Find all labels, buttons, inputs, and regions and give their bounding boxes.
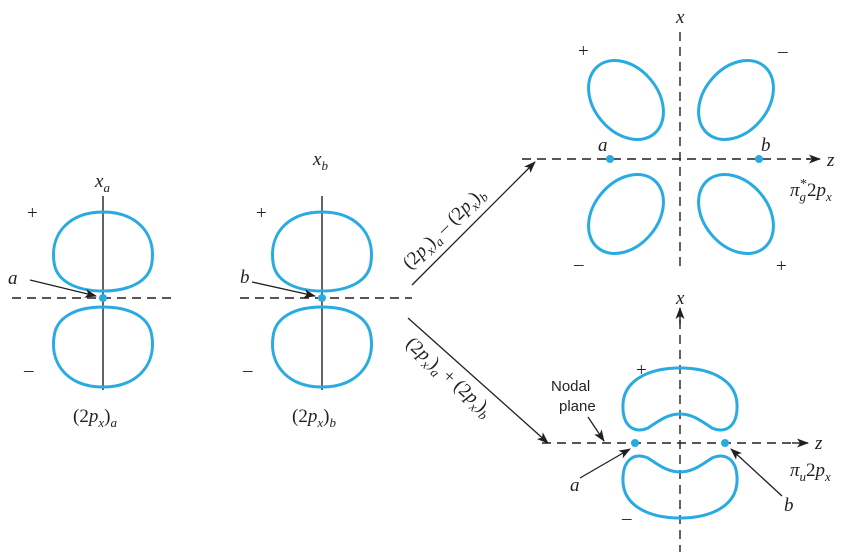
bonding-plus-sign: + (636, 360, 647, 381)
antibonding-sign-upper-left: + (578, 41, 589, 62)
left-atomic-orbital: a xa + – (2px)a (8, 171, 172, 430)
bonding-nucleus-b (721, 439, 729, 447)
difference-label: (2px)a – (2px)b (399, 183, 492, 276)
middle-nucleus-label: b (240, 267, 250, 288)
antibonding-sign-upper-right: – (777, 41, 788, 62)
sum-label: (2px)a + (2px)b (400, 333, 497, 423)
left-nucleus-label: a (8, 268, 18, 289)
middle-atomic-orbital: b xb + – (2px)b (240, 149, 412, 430)
left-nucleus-pointer (30, 280, 96, 296)
left-minus-sign: – (23, 360, 34, 381)
bonding-z-label: z (814, 433, 823, 454)
antibonding-nucleus-a-label: a (598, 135, 608, 156)
antibonding-sign-lower-right: + (776, 256, 787, 277)
antibonding-sign-lower-left: – (573, 254, 584, 275)
left-nucleus-dot (99, 294, 107, 302)
nodal-plane-label-line1: Nodal (551, 378, 590, 395)
middle-caption: (2px)b (292, 406, 336, 430)
bonding-nucleus-a-label: a (570, 475, 580, 496)
bonding-nucleus-b-pointer (731, 449, 782, 496)
left-caption: (2px)a (73, 406, 117, 430)
combination-arrows: (2px)a – (2px)b (2px)a + (2px)b (399, 162, 548, 443)
bonding-x-label: x (675, 288, 685, 309)
nodal-plane-pointer (588, 417, 604, 441)
difference-arrow (412, 162, 535, 285)
bonding-minus-sign: – (621, 508, 632, 529)
antibonding-nucleus-a (606, 155, 614, 163)
left-plus-sign: + (27, 203, 38, 224)
bonding-orbital-name: πu2px (790, 460, 831, 484)
antibonding-orbital-name: πg*2px (790, 177, 832, 204)
antibonding-x-label: x (675, 7, 685, 28)
antibonding-orbital: x z a b + – – + πg*2px (522, 7, 835, 277)
antibonding-nucleus-b-label: b (761, 135, 771, 156)
antibonding-z-label: z (826, 150, 835, 171)
left-axis-label: xa (94, 171, 110, 195)
bonding-nucleus-b-label: b (784, 495, 794, 516)
middle-minus-sign: – (242, 360, 253, 381)
antibonding-nucleus-b (755, 155, 763, 163)
nodal-plane-label-line2: plane (559, 398, 596, 415)
bonding-nucleus-a (631, 439, 639, 447)
middle-plus-sign: + (256, 203, 267, 224)
bonding-orbital: x z a b + – Nodal plane πu2px (542, 288, 831, 552)
middle-nucleus-dot (318, 294, 326, 302)
antibonding-lobe-upper-right (683, 46, 789, 155)
antibonding-lobe-upper-left (573, 46, 679, 155)
antibonding-lobe-lower-left (573, 160, 679, 269)
antibonding-lobe-lower-right (683, 160, 789, 269)
sum-arrow (408, 318, 548, 443)
middle-axis-label: xb (312, 149, 328, 173)
